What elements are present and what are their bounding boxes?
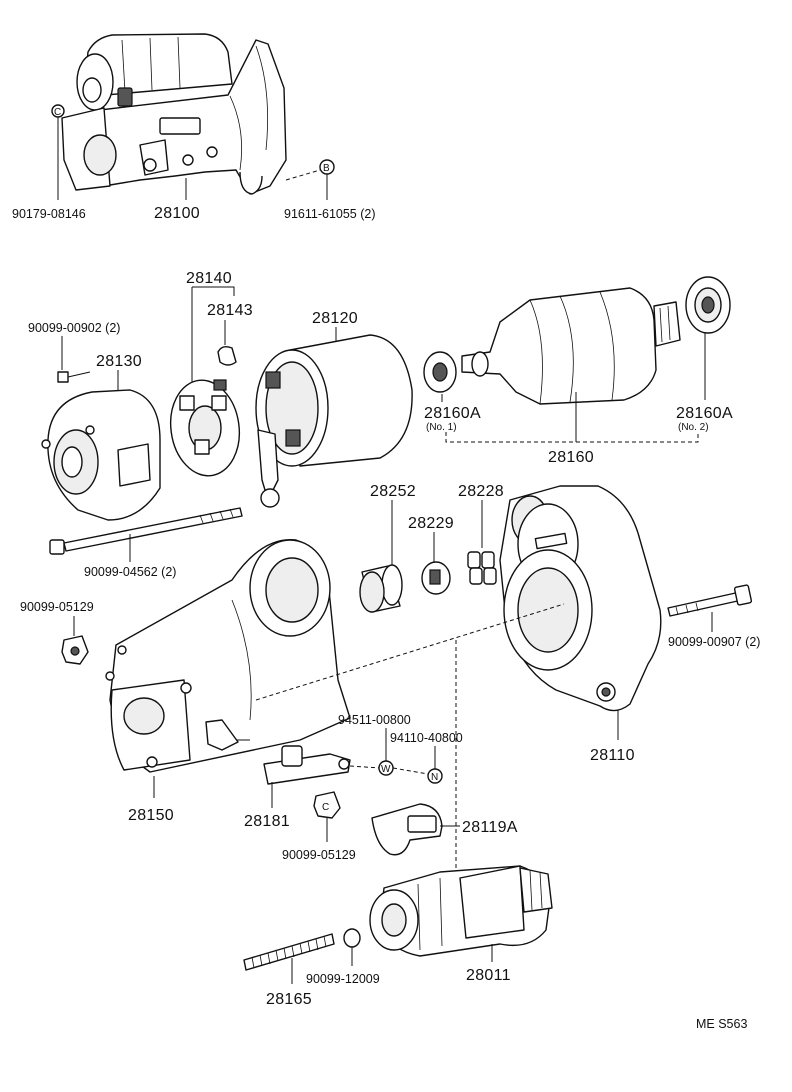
label-28165: 28165 bbox=[266, 991, 312, 1008]
bearing-28160A-no2 bbox=[685, 276, 731, 334]
commutator-end-frame-28130 bbox=[41, 389, 161, 521]
label-28252: 28252 bbox=[370, 483, 416, 500]
label-28140: 28140 bbox=[186, 270, 232, 287]
marker-c-top: C bbox=[54, 107, 61, 118]
label-90099-00902: 90099-00902 (2) bbox=[28, 321, 120, 335]
starter-assembly-28100: C B bbox=[51, 33, 335, 200]
drive-housing-28110 bbox=[499, 485, 662, 712]
label-90099-00907: 90099-00907 (2) bbox=[668, 635, 760, 649]
label-90099-05129-left: 90099-05129 bbox=[20, 600, 94, 614]
label-28228: 28228 bbox=[458, 483, 504, 500]
bearing-28160A-no1 bbox=[423, 351, 457, 393]
label-28150: 28150 bbox=[128, 807, 174, 824]
label-28229: 28229 bbox=[408, 515, 454, 532]
label-28160: 28160 bbox=[548, 449, 594, 466]
brush-holder-plate-28140 bbox=[169, 379, 241, 477]
label-28100: 28100 bbox=[154, 205, 200, 222]
marker-w: W bbox=[381, 764, 391, 775]
screw-90099-00902 bbox=[57, 371, 91, 383]
label-91611-61055: 91611-61055 (2) bbox=[284, 207, 376, 221]
label-90099-05129-lower: 90099-05129 bbox=[282, 848, 356, 862]
marker-c-lower: C bbox=[322, 802, 329, 813]
label-28181: 28181 bbox=[244, 813, 290, 830]
label-28119A: 28119A bbox=[462, 819, 518, 836]
rollers-28228 bbox=[467, 551, 497, 585]
diagram-code: ME S563 bbox=[696, 1017, 747, 1031]
armature-28160 bbox=[461, 287, 681, 405]
label-28130: 28130 bbox=[96, 353, 142, 370]
drive-lever-28119A bbox=[371, 803, 443, 856]
label-28120: 28120 bbox=[312, 310, 358, 327]
label-28160A-no1: 28160A bbox=[424, 405, 481, 422]
label-28110: 28110 bbox=[590, 747, 635, 764]
gear-28252 bbox=[359, 564, 403, 613]
through-bolt-90099-04562 bbox=[49, 507, 243, 555]
marker-b: B bbox=[323, 163, 330, 174]
nut-90099-05129-left bbox=[61, 635, 89, 665]
label-28011: 28011 bbox=[466, 967, 511, 984]
snap-ring-90099-12009 bbox=[343, 928, 361, 948]
magnetic-switch-28150 bbox=[105, 538, 351, 773]
spring-28165 bbox=[243, 933, 335, 971]
field-frame-yoke-28120 bbox=[255, 334, 413, 508]
label-28160A-no2: 28160A bbox=[676, 405, 733, 422]
label-94511-00800: 94511-00800 bbox=[338, 713, 411, 727]
label-28160A-no1-note: (No. 1) bbox=[426, 422, 457, 433]
brush-spring-28143 bbox=[217, 345, 237, 366]
label-90179-08146: 90179-08146 bbox=[12, 207, 86, 221]
label-94110-40800: 94110-40800 bbox=[390, 731, 463, 745]
nut-90099-05129-lower: C bbox=[313, 791, 341, 819]
label-28143: 28143 bbox=[207, 302, 253, 319]
contact-plate-28181 bbox=[263, 745, 351, 785]
marker-n: N bbox=[431, 772, 438, 783]
label-90099-12009: 90099-12009 bbox=[306, 972, 380, 986]
bolt-90099-00907 bbox=[667, 584, 753, 617]
label-28160A-no2-note: (No. 2) bbox=[678, 422, 709, 433]
starter-clutch-28011 bbox=[369, 865, 553, 957]
retainer-28229 bbox=[421, 561, 451, 595]
label-90099-04562: 90099-04562 (2) bbox=[84, 565, 176, 579]
